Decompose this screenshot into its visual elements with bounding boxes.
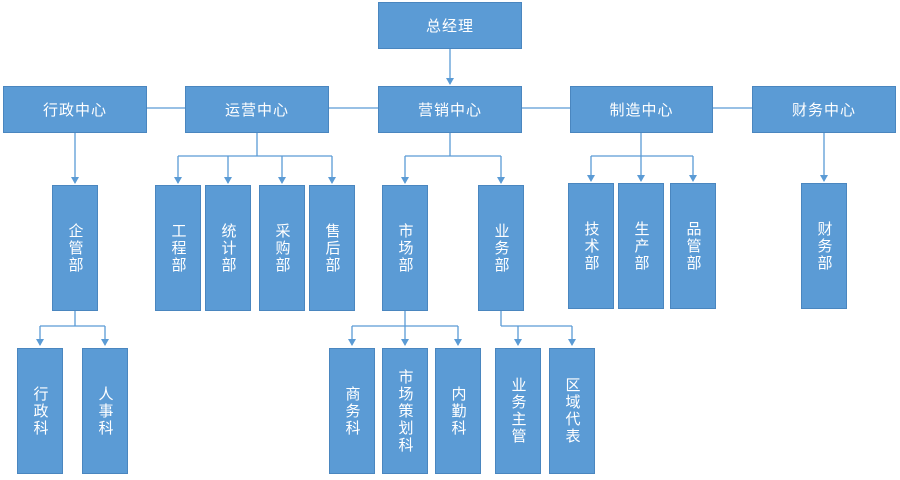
after-sales-dept-node: 售后部 bbox=[309, 185, 355, 311]
purchasing-dept-label: 采购部 bbox=[273, 222, 292, 274]
ceo-label: 总经理 bbox=[425, 17, 474, 35]
admin-center-label: 行政中心 bbox=[42, 101, 107, 119]
finance-dept-node: 财务部 bbox=[801, 183, 847, 309]
market-dept-node: 市场部 bbox=[382, 185, 428, 311]
market-planning-section-label: 市场策划科 bbox=[396, 368, 415, 454]
office-section-label: 内勤科 bbox=[449, 385, 468, 437]
ops-center-node: 运营中心 bbox=[185, 86, 329, 133]
regional-rep-label: 区域代表 bbox=[563, 377, 582, 445]
finance-center-label: 财务中心 bbox=[791, 101, 856, 119]
business-supervisor-label: 业务主管 bbox=[509, 377, 528, 445]
sales-center-node: 营销中心 bbox=[378, 86, 522, 133]
commerce-section-label: 商务科 bbox=[343, 385, 362, 437]
engineering-dept-label: 工程部 bbox=[169, 222, 188, 274]
admin-section-label: 行政科 bbox=[31, 385, 50, 437]
hr-section-label: 人事科 bbox=[96, 385, 115, 437]
production-dept-label: 生产部 bbox=[632, 220, 651, 272]
market-planning-section-node: 市场策划科 bbox=[382, 348, 428, 474]
business-supervisor-node: 业务主管 bbox=[495, 348, 541, 474]
engineering-dept-node: 工程部 bbox=[155, 185, 201, 311]
after-sales-dept-label: 售后部 bbox=[323, 222, 342, 274]
business-dept-node: 业务部 bbox=[478, 185, 524, 311]
ops-center-label: 运营中心 bbox=[224, 101, 289, 119]
admin-center-node: 行政中心 bbox=[3, 86, 147, 133]
enterprise-mgmt-dept-node: 企管部 bbox=[52, 185, 98, 311]
hr-section-node: 人事科 bbox=[82, 348, 128, 474]
statistics-dept-label: 统计部 bbox=[219, 222, 238, 274]
production-dept-node: 生产部 bbox=[618, 183, 664, 309]
quality-dept-label: 品管部 bbox=[684, 220, 703, 272]
technology-dept-node: 技术部 bbox=[568, 183, 614, 309]
office-section-node: 内勤科 bbox=[435, 348, 481, 474]
mfg-center-node: 制造中心 bbox=[570, 86, 713, 133]
finance-dept-label: 财务部 bbox=[815, 220, 834, 272]
regional-rep-node: 区域代表 bbox=[549, 348, 595, 474]
ceo-node: 总经理 bbox=[378, 2, 522, 49]
admin-section-node: 行政科 bbox=[17, 348, 63, 474]
enterprise-mgmt-dept-label: 企管部 bbox=[66, 222, 85, 274]
business-dept-label: 业务部 bbox=[492, 222, 511, 274]
market-dept-label: 市场部 bbox=[396, 222, 415, 274]
purchasing-dept-node: 采购部 bbox=[259, 185, 305, 311]
technology-dept-label: 技术部 bbox=[582, 220, 601, 272]
sales-center-label: 营销中心 bbox=[417, 101, 482, 119]
quality-dept-node: 品管部 bbox=[670, 183, 716, 309]
mfg-center-label: 制造中心 bbox=[609, 101, 674, 119]
statistics-dept-node: 统计部 bbox=[205, 185, 251, 311]
commerce-section-node: 商务科 bbox=[329, 348, 375, 474]
finance-center-node: 财务中心 bbox=[752, 86, 896, 133]
